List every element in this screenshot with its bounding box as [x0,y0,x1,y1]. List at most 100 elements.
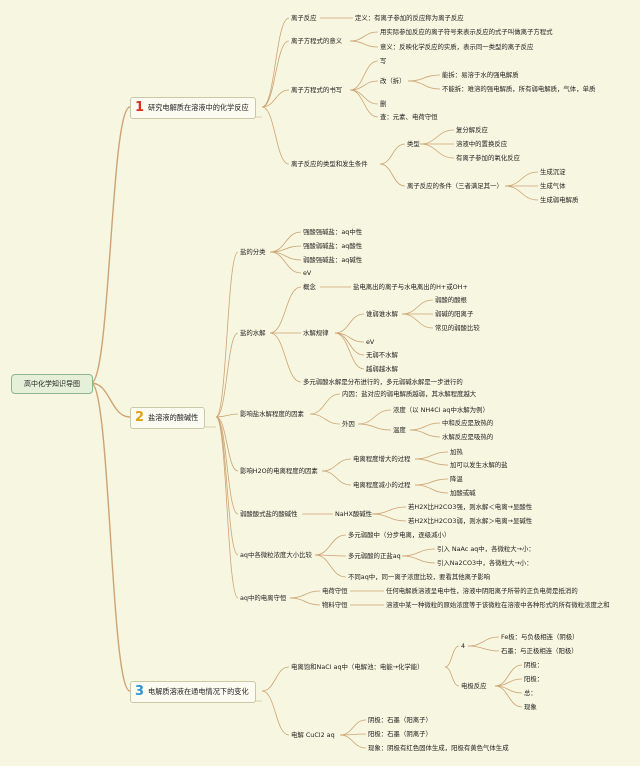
connector [215,416,239,515]
connector [349,89,379,118]
node-graphite-electrode[interactable]: 石墨：与正极相连（阳极） [501,647,578,655]
connector [357,423,392,431]
node-reaction-types[interactable]: 离子反应的类型和发生条件 [291,160,368,168]
node-charge[interactable]: 电荷守恒 [322,587,348,595]
node-rules[interactable]: 水解规律 [303,329,329,337]
node-hydrolysis[interactable]: 盐的水解 [240,329,266,337]
node-cucl2[interactable]: 电解 CuCl2 aq [291,731,335,739]
node-equation-meaning[interactable]: 离子方程式的意义 [291,37,343,45]
node-total[interactable]: 总： [524,689,537,697]
node-displacement[interactable]: 溶液中的置换反应 [456,140,508,148]
node-concept[interactable]: 概念 [303,283,316,291]
node-delete[interactable]: 删 [380,100,387,108]
node-weak-acid-compare[interactable]: 常见的弱酸比较 [435,324,480,332]
node-cucl2-cathode[interactable]: 阴极：石墨（阳离子） [368,716,432,724]
node-naac[interactable]: 引入 NaAc aq中，各微粒大→小： [437,545,535,553]
node-cucl2-anode[interactable]: 阳极：石墨（阴离子） [368,730,432,738]
node-hydrolysis-factors[interactable]: 影响盐水解程度的因素 [240,410,304,418]
node-heating[interactable]: 加热 [450,448,463,456]
node-cathode[interactable]: 阴极： [524,661,544,669]
node-salt-4[interactable]: eV [303,269,312,277]
section-1-title: 研究电解质在溶液中的化学反应 [148,103,249,112]
node-check[interactable]: 查：元素、电荷守恒 [380,113,438,121]
node-fe-electrode[interactable]: Fe极：与负极相连（阴极） [501,633,579,641]
node-normal-salt[interactable]: 多元弱酸的正盐aq [348,552,401,560]
node-equation-writing[interactable]: 离子方程式的书写 [291,86,343,94]
node-split[interactable]: 改（拆） [380,77,406,85]
node-weaker-more[interactable]: 越弱越水解 [366,365,398,373]
node-material[interactable]: 物料守恒 [322,601,348,609]
node-diff-aq[interactable]: 不同aq中，同一离子浓度比较，要看其他离子影响 [348,573,491,581]
node-nacl-electrolysis[interactable]: 电离饱和NaCl aq中（电解池：电能→化学能） [291,663,424,671]
node-salt-3[interactable]: 弱酸强碱盐：aq碱性 [303,256,363,264]
connector [269,251,302,274]
node-na2co3[interactable]: 引入Na2CO3中，各微粒大→小： [437,559,533,567]
node-neutralization[interactable]: 中和反应是放热的 [442,419,494,427]
connector [409,429,441,438]
node-ionic-reaction[interactable]: 离子反应 [291,14,317,22]
node-ev[interactable]: eV [366,338,375,346]
node-polyacid[interactable]: 多元弱酸中（分步电离，逐级减小） [348,531,451,539]
node-cannot-split[interactable]: 不能拆：难溶的强电解质，所有弱电解质，气体，单质 [442,85,596,93]
node-charge-text[interactable]: 任何电解质溶液呈电中性，溶液中阴阳离子所带的正负电荷是抵消的 [386,587,578,595]
node-weak-hydrolyze[interactable]: 谁弱谁水解 [366,310,398,318]
node-electrode-reaction[interactable]: 电极反应 [461,682,487,690]
node-double-decomp[interactable]: 复分解反应 [456,126,488,134]
connector [401,548,436,557]
node-nahx-acidic[interactable]: 若H2X比H2CO3强，则水解＜电离→显酸性 [408,503,533,511]
node-meaning[interactable]: 意义：反映化学反应的实质，表示同一类型的离子反应 [380,43,534,51]
node-four[interactable]: 4 [461,642,466,650]
connector [215,413,239,418]
node-precipitate[interactable]: 生成沉淀 [540,168,566,176]
node-weak-electrolyte[interactable]: 生成弱电解质 [540,196,579,204]
node-external[interactable]: 外因 [342,420,355,428]
node-increase[interactable]: 电离程度增大的过程 [353,455,411,463]
connector [269,231,302,253]
node-phenomenon[interactable]: 现象 [524,703,537,711]
node-no-weak[interactable]: 无弱不水解 [366,351,398,359]
connector [339,734,367,749]
connector [309,413,341,425]
node-material-text[interactable]: 溶液中某一种微粒的原始浓度等于该微粒在溶液中各种形式的所有微粒浓度之和 [386,601,610,609]
node-conservation[interactable]: aq中的电离守恒 [240,594,287,602]
node-add-acid[interactable]: 加酸或碱 [450,489,476,497]
node-cucl2-phenomenon[interactable]: 现象：阴极有红色固体生成，阳极有黄色气体生成 [368,744,509,752]
node-conditions[interactable]: 离子反应的条件（三者满足其一） [407,182,503,190]
connector [379,163,406,187]
connector [414,451,449,460]
root-node[interactable]: 高中化学知识导图 [11,374,93,394]
node-definition[interactable]: 定义：有离子参加的反应称为离子反应 [355,14,464,22]
node-weak-base-cation[interactable]: 弱碱的阳离子 [435,310,474,318]
node-concentration[interactable]: 浓度（以 NH4Cl aq中水解为例） [393,406,489,414]
node-salt-2[interactable]: 强酸弱碱盐：aq酸性 [303,242,363,250]
node-internal[interactable]: 内因：盐对应的弱电解质越弱，其水解程度越大 [342,390,477,398]
connector [414,478,449,486]
node-type[interactable]: 类型 [407,140,420,148]
node-anode[interactable]: 阳极： [524,675,544,683]
node-endothermic[interactable]: 水解反应是吸热的 [442,433,494,441]
node-cooling[interactable]: 降温 [450,475,463,483]
node-gas[interactable]: 生成气体 [540,182,566,190]
node-nahx[interactable]: NaHX酸碱性 [335,510,373,518]
node-equation-def[interactable]: 用实际参加反应的离子符号来表示反应的式子叫做离子方程式 [380,28,553,36]
node-salt-1[interactable]: 强酸强碱盐：aq中性 [303,228,363,236]
node-decrease[interactable]: 电离程度减小的过程 [353,481,411,489]
node-concept-text[interactable]: 盐电离出的离子与水电离出的H+或OH+ [353,283,468,291]
node-nahx-basic[interactable]: 若H2X比H2CO3弱，则水解＞电离→显碱性 [408,517,533,525]
connector [349,31,379,42]
node-salt-class[interactable]: 盐的分类 [240,248,266,256]
node-temperature[interactable]: 温度 [393,426,406,434]
node-polyprotic[interactable]: 多元弱酸水解是分布进行的，多元弱碱水解是一步进行的 [303,378,463,386]
node-add-salt[interactable]: 加可以发生水解的盐 [450,461,508,469]
node-write[interactable]: 写 [380,57,387,65]
section-2-title: 盐溶液的酸碱性 [148,413,199,422]
node-water-ionization[interactable]: 影响H2O的电离程度的因素 [240,467,318,475]
node-redox[interactable]: 有离子参加的氧化反应 [456,154,520,162]
node-acid-salt[interactable]: 弱酸酸式盐的酸碱性 [240,510,298,518]
node-concentration-compare[interactable]: aq中各微粒浓度大小比较 [240,551,312,559]
node-weak-acid-root[interactable]: 弱酸的酸根 [435,296,467,304]
node-can-split[interactable]: 能拆：易溶于水的强电解质 [442,71,519,79]
